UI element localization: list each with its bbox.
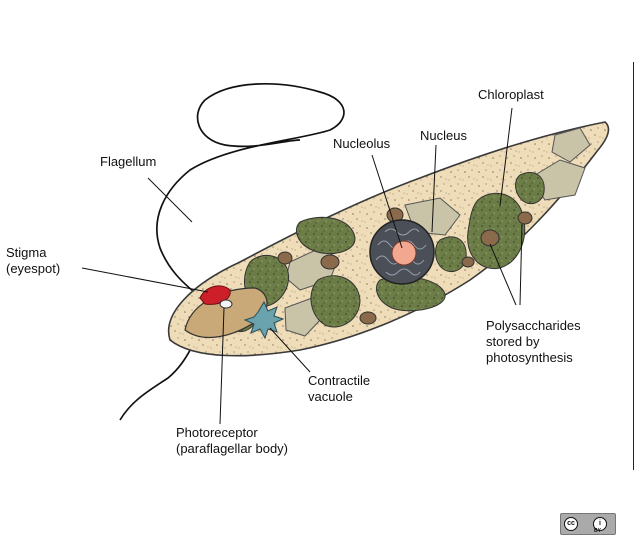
nucleolus <box>391 240 417 266</box>
polysaccharide-granule <box>461 256 475 268</box>
polysaccharide-granule <box>359 311 377 325</box>
label-polysaccharides-3: photosynthesis <box>486 350 573 365</box>
chloroplast <box>515 171 545 205</box>
label-polysaccharides: Polysaccharides <box>486 318 581 333</box>
label-photoreceptor-2: (paraflagellar body) <box>176 441 289 456</box>
label-chloroplast: Chloroplast <box>478 87 544 102</box>
chloroplast <box>296 216 356 254</box>
attribution-icon: i <box>593 517 607 531</box>
license-badge[interactable]: cc i BY <box>560 513 616 535</box>
label-contractile: Contractile <box>308 373 371 388</box>
label-nucleus: Nucleus <box>420 128 467 143</box>
label-flagellum: Flagellum <box>100 154 157 169</box>
leader-polysaccharides-a <box>489 243 517 306</box>
by-text: BY <box>594 528 601 534</box>
leader-nucleolus <box>371 154 403 249</box>
label-contractile-2: vacuole <box>308 389 353 404</box>
label-polysaccharides-2: stored by <box>486 334 540 349</box>
polysaccharide-granule <box>517 211 533 225</box>
leader-chloroplast <box>499 107 513 207</box>
polysaccharide-granule <box>277 251 293 265</box>
organelle-pale <box>551 127 591 163</box>
leader-flagellum <box>147 177 193 223</box>
polysaccharide-granule <box>320 254 340 270</box>
label-photoreceptor: Photoreceptor <box>176 425 258 440</box>
polysaccharide-granule <box>480 229 500 247</box>
leader-polysaccharides-b <box>519 223 523 306</box>
label-stigma: Stigma <box>6 245 47 260</box>
frame-edge <box>633 62 634 470</box>
leader-photoreceptor <box>219 307 225 425</box>
chloroplast <box>310 275 361 328</box>
leader-stigma <box>81 267 209 293</box>
flagellum <box>156 82 345 304</box>
label-nucleolus: Nucleolus <box>333 136 391 151</box>
chloroplast <box>435 236 467 273</box>
cc-icon: cc <box>564 517 578 531</box>
label-stigma-sub: (eyespot) <box>6 261 61 276</box>
leader-contractile <box>269 327 311 373</box>
photoreceptor <box>219 299 233 309</box>
leader-nucleus <box>431 144 437 233</box>
stigma <box>199 285 231 305</box>
